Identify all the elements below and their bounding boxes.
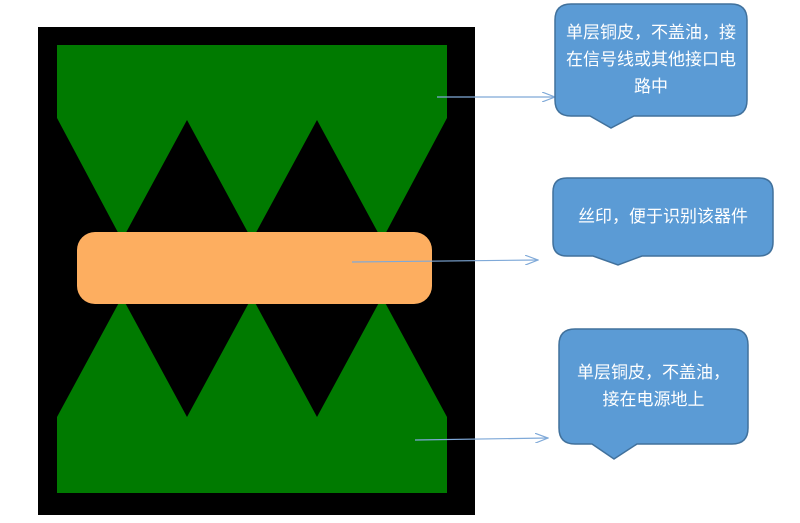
callout-bottom-shape xyxy=(558,328,749,460)
callout-top-text: 单层铜皮，不盖油，接在信号线或其他接口电路中 xyxy=(566,22,736,97)
callout-middle-text: 丝印，便于识别该器件 xyxy=(578,206,748,227)
callout-middle-shape xyxy=(552,177,774,266)
bottom-copper-pad xyxy=(57,297,447,493)
arrow-bottom xyxy=(414,438,548,440)
top-copper-pad xyxy=(57,45,447,240)
callout-bottom-text: 单层铜皮，不盖油，接在电源地上 xyxy=(577,362,730,410)
arrow-middle xyxy=(351,260,538,262)
silkscreen-bar xyxy=(77,232,432,304)
callout-top-shape xyxy=(554,3,748,129)
